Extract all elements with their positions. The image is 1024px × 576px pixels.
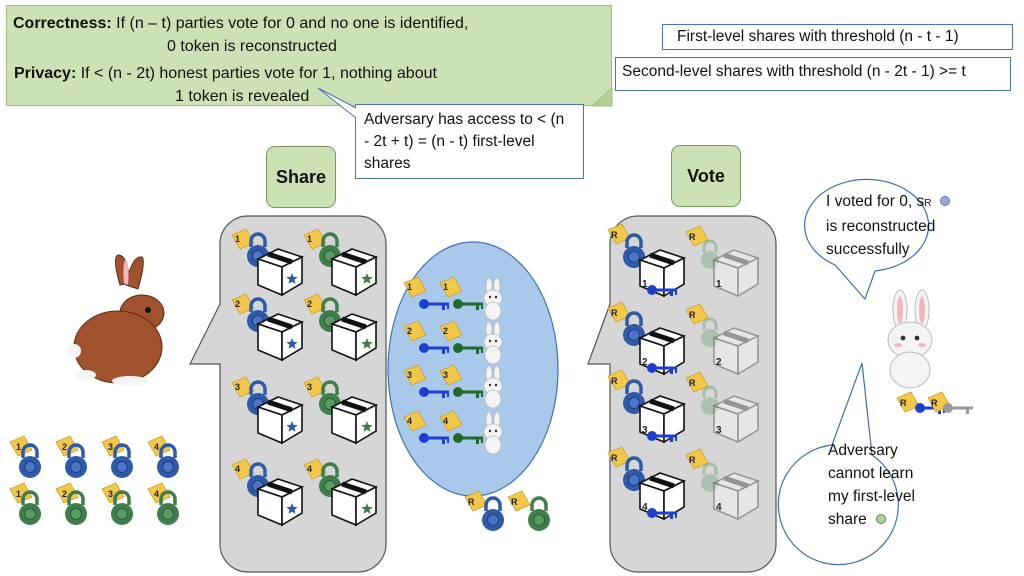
callout-line-1: Adversary has access to < (n xyxy=(364,111,565,128)
correctness-label: Correctness: xyxy=(13,15,112,32)
share-star-green-3 xyxy=(361,421,373,432)
vote-box-faded-label-2: 2 xyxy=(716,357,722,368)
bottom-tag-label-lock-green-4: 4 xyxy=(154,489,159,499)
share-star-green-1 xyxy=(361,273,373,284)
r-lock-green xyxy=(526,496,552,533)
voted-subscript: R xyxy=(924,198,932,209)
voted-line-3: successfully xyxy=(826,241,910,258)
share-star-blue-2 xyxy=(286,338,298,349)
callout-line-2: - 2t + t) = (n - t) first-level xyxy=(364,133,535,150)
vote-box-label-4: 4 xyxy=(642,502,648,513)
privacy-text-2: 1 token is revealed xyxy=(175,88,310,105)
vote-box-label-2: 2 xyxy=(642,357,648,368)
ellipse-tag-blue-label-2: 2 xyxy=(407,326,412,336)
ellipse-tag-green-label-3: 3 xyxy=(443,370,448,380)
bottom-tag-label-lock-blue-2: 2 xyxy=(62,442,67,452)
vote-box-faded-label-1: 1 xyxy=(716,279,722,290)
ellipse-tag-green-label-4: 4 xyxy=(443,416,448,426)
misc-icons: R R R R xyxy=(464,391,973,533)
callout-line-3: shares xyxy=(364,155,411,172)
blue-dot-icon xyxy=(939,196,950,206)
share-tag-blue-label-2: 2 xyxy=(235,299,240,309)
privacy-label: Privacy: xyxy=(14,65,77,82)
vote-tag-r-faded-label-3: R xyxy=(689,378,696,388)
vote-tag-r-faded-label-2: R xyxy=(689,310,696,320)
ellipse-tag-green-label-2: 2 xyxy=(443,326,448,336)
ellipse-tag-green-label-1: 1 xyxy=(443,282,448,292)
share-tag-blue-label-4: 4 xyxy=(235,464,240,474)
vote-box-label-3: 3 xyxy=(642,425,648,436)
share-tag-green-label-1: 1 xyxy=(307,234,312,244)
share-tag-blue-label-1: 1 xyxy=(235,234,240,244)
ellipse-tag-blue-label-3: 3 xyxy=(407,370,412,380)
vote-tag-r-label-1: R xyxy=(611,230,618,240)
share-star-blue-4 xyxy=(286,503,298,514)
ellipse-tag-blue-label-1: 1 xyxy=(407,282,412,292)
bottom-tag-label-lock-green-2: 2 xyxy=(62,489,67,499)
share-star-blue-3 xyxy=(286,421,298,432)
note-corner xyxy=(590,86,613,107)
adversary-bubble-text: Adversary cannot learn my first-level sh… xyxy=(828,439,915,531)
adv-line-3: my first-level xyxy=(828,488,915,505)
ellipse-tag-blue-label-4: 4 xyxy=(407,416,412,426)
adv-line-2: cannot learn xyxy=(828,465,914,482)
privacy-line: Privacy: If < (n - 2t) honest parties vo… xyxy=(14,65,437,83)
vote-tag-r-faded-label-4: R xyxy=(689,455,696,465)
vote-tag-r-faded-label-1: R xyxy=(689,232,696,242)
share-label: Share xyxy=(266,146,336,208)
share-tag-green-label-3: 3 xyxy=(307,382,312,392)
correctness-line: Correctness: If (n – t) parties vote for… xyxy=(13,15,468,33)
ellipse-contents: 1 1 2 2 3 3 4 4 xyxy=(403,276,503,455)
voted-bubble-text: I voted for 0, sR is reconstructed succe… xyxy=(826,190,950,261)
bunny-key-gray xyxy=(943,403,973,414)
r-tag-green-label: R xyxy=(511,497,518,507)
vote-tag-r-label-4: R xyxy=(611,453,618,463)
share-star-blue-1 xyxy=(286,273,298,284)
bottom-locks: 1 2 3 4 1 2 3 4 xyxy=(9,435,181,527)
privacy-text: If < (n - 2t) honest parties vote for 1,… xyxy=(80,65,437,82)
vote-box-faded-label-3: 3 xyxy=(716,425,722,436)
white-bunny-large-icon xyxy=(887,289,933,389)
adversary-bubble xyxy=(777,362,899,566)
top-note: Correctness: If (n – t) parties vote for… xyxy=(6,5,612,106)
vote-tag-r-label-2: R xyxy=(611,308,618,318)
legend-second-level: Second-level shares with threshold (n - … xyxy=(615,57,1011,91)
share-star-green-2 xyxy=(361,338,373,349)
green-dot-icon xyxy=(876,514,887,524)
adversary-callout: Adversary has access to < (n - 2t + t) =… xyxy=(355,104,584,179)
bunny-tag-r-label-1: R xyxy=(900,398,907,408)
voted-line-2: is reconstructed xyxy=(826,218,936,235)
voted-line-1: I voted for 0, s xyxy=(826,193,925,210)
r-tag-blue-label: R xyxy=(468,497,475,507)
r-lock-blue xyxy=(480,496,506,533)
bottom-tag-label-lock-blue-4: 4 xyxy=(154,442,159,452)
vote-box-faded-label-4: 4 xyxy=(716,502,722,513)
bottom-tag-label-lock-blue-3: 3 xyxy=(108,442,113,452)
share-tag-green-label-4: 4 xyxy=(307,464,312,474)
bunny-tag-r-label-2: R xyxy=(931,398,938,408)
share-tag-green-label-2: 2 xyxy=(307,299,312,309)
bottom-tag-label-lock-blue-1: 1 xyxy=(16,442,21,452)
callout-pointer xyxy=(317,87,357,119)
share-tag-blue-label-3: 3 xyxy=(235,382,240,392)
share-star-green-4 xyxy=(361,503,373,514)
bottom-tag-label-lock-green-3: 3 xyxy=(108,489,113,499)
voted-bubble xyxy=(804,178,930,301)
bottom-tag-label-lock-green-1: 1 xyxy=(16,489,21,499)
share-panel-contents: 1 1 2 2 3 3 4 4 xyxy=(231,228,376,525)
adv-line-1: Adversary xyxy=(828,442,898,459)
adv-line-4: share xyxy=(828,511,867,528)
correctness-text: If (n – t) parties vote for 0 and no one… xyxy=(116,15,469,32)
brown-rabbit-icon xyxy=(67,254,165,386)
correctness-text-2: 0 token is reconstructed xyxy=(167,38,337,55)
vote-label: Vote xyxy=(671,145,741,207)
legend-first-level: First-level shares with threshold (n - t… xyxy=(662,24,1013,50)
vote-tag-r-label-3: R xyxy=(611,376,618,386)
vote-box-label-1: 1 xyxy=(642,279,648,290)
